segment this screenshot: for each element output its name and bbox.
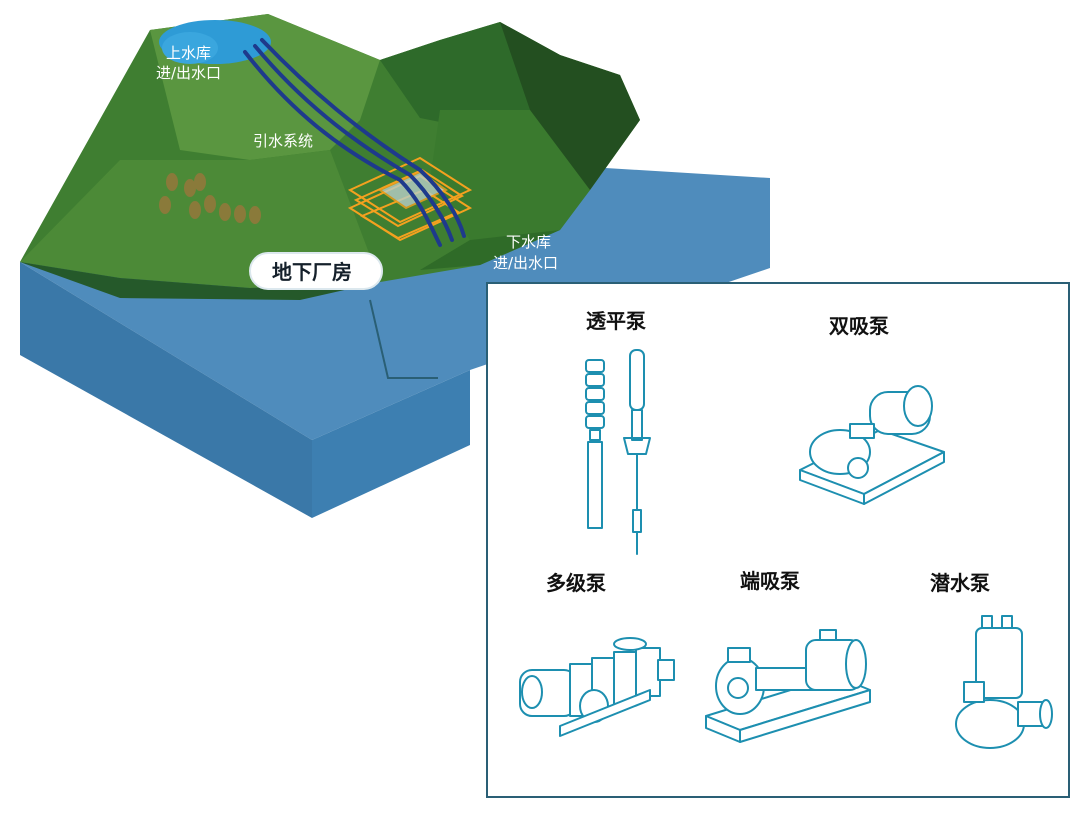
pump-label-turbine: 透平泵	[586, 309, 646, 333]
pump-label-submersible: 潜水泵	[930, 571, 990, 595]
multistage-pump-icon	[519, 637, 675, 737]
tree-cluster	[159, 173, 261, 224]
turbine-pump-icon	[585, 349, 651, 555]
submersible-pump-icon	[955, 615, 1053, 749]
double-suction-pump-icon	[799, 385, 945, 505]
upper-reservoir-label: 上水库	[166, 44, 211, 62]
diversion-pipes	[243, 38, 466, 247]
pump-panel: 透平泵 双吸泵 多级泵 端吸泵 潜水泵	[486, 282, 1070, 798]
pump-label-end-suction: 端吸泵	[740, 569, 800, 593]
lower-reservoir-label: 下水库	[506, 233, 551, 251]
underground-plant-callout: 地下厂房	[249, 252, 438, 379]
upper-reservoir-intake-label: 进/出水口	[156, 64, 221, 82]
diversion-system-label: 引水系统	[253, 132, 313, 150]
end-suction-pump-icon	[705, 629, 871, 743]
lower-reservoir-intake-label: 进/出水口	[493, 254, 558, 272]
pump-label-multistage: 多级泵	[546, 571, 606, 595]
underground-plant-label: 地下厂房	[272, 260, 352, 284]
upper-reservoir	[159, 20, 271, 64]
pump-label-double-suction: 双吸泵	[829, 314, 889, 338]
